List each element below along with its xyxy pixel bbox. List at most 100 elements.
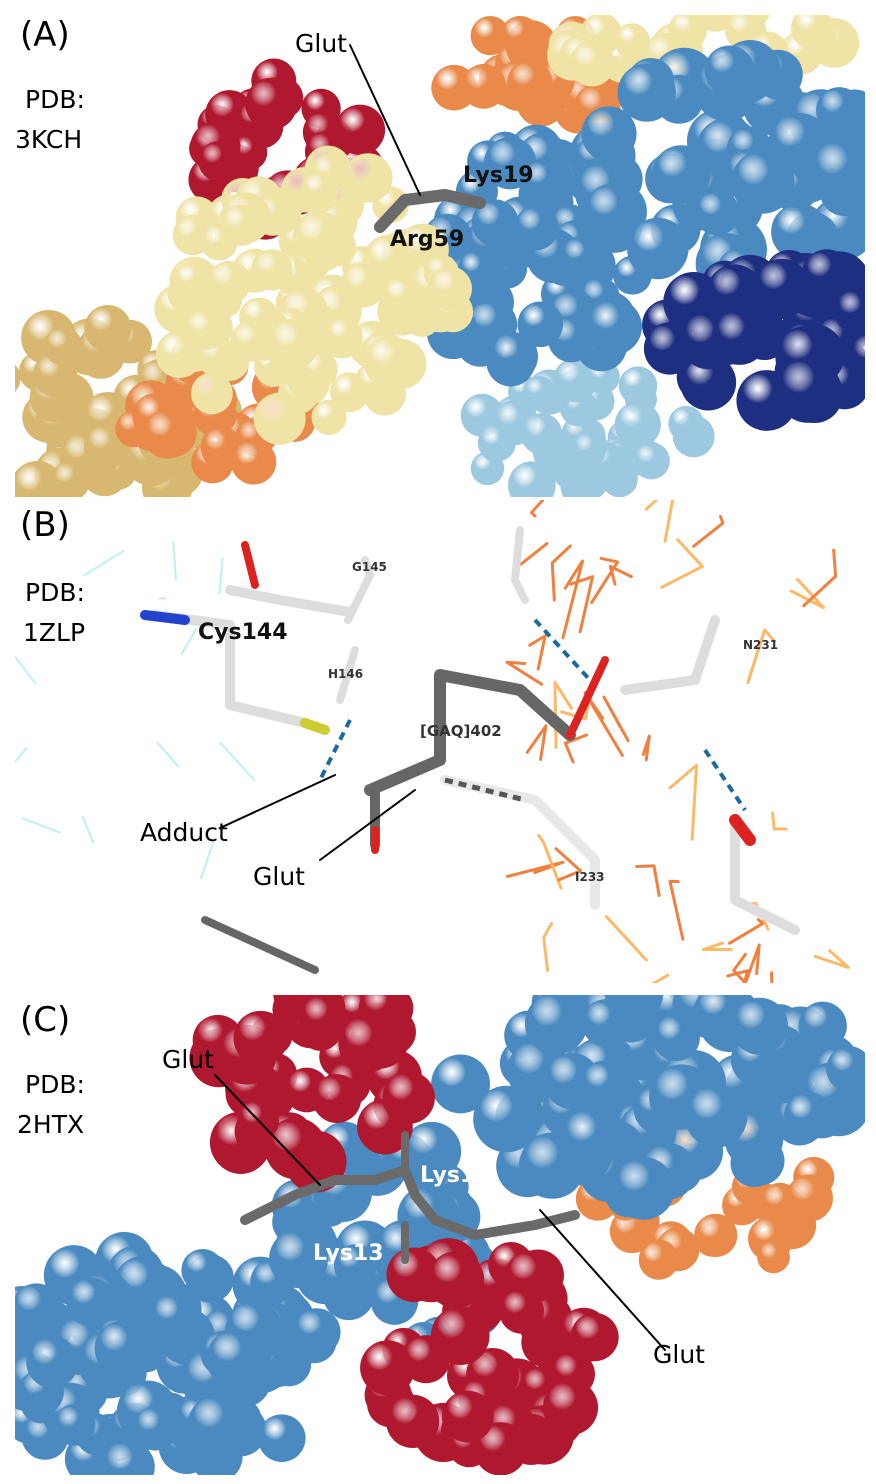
atom-sphere [731, 150, 795, 214]
atom-sphere [775, 357, 842, 423]
atom-sphere [585, 298, 642, 355]
atom-sphere [50, 460, 91, 497]
bond-stick [746, 628, 776, 685]
arg59-label: Arg59 [390, 227, 465, 252]
bond-stick [200, 841, 215, 879]
atom-sphere [816, 87, 863, 134]
g145-label: G145 [352, 560, 387, 574]
atom-sphere [471, 199, 519, 247]
gaq402-label: [GAQ]402 [420, 722, 502, 740]
bond-stick [602, 695, 630, 743]
bond-stick [802, 548, 838, 608]
atom-sphere [581, 106, 637, 162]
atom-sphere [338, 1015, 396, 1073]
atom-sphere [638, 1239, 679, 1280]
bond-stick [644, 500, 675, 543]
bond-stick [300, 718, 330, 735]
bond-stick [651, 973, 670, 983]
pdb-label: PDB: [25, 578, 85, 607]
bond-stick [813, 949, 850, 969]
atom-sphere [684, 1084, 748, 1148]
atom-sphere [441, 1390, 494, 1443]
atom-sphere [66, 1277, 115, 1326]
atom-sphere [461, 64, 507, 109]
bond-stick [140, 610, 190, 625]
atom-sphere [132, 1406, 178, 1451]
bond-stick [692, 514, 725, 548]
atom-sphere [84, 304, 132, 353]
atom-sphere [187, 1394, 248, 1455]
atom-sphere [617, 63, 676, 122]
atom-sphere [100, 1440, 155, 1475]
atom-sphere [826, 1046, 865, 1092]
bond-stick [364, 669, 576, 796]
bond-stick [344, 556, 374, 624]
glut-label-bottom: Glut [653, 1340, 705, 1369]
atom-sphere [181, 1248, 224, 1292]
atom-sphere [757, 1240, 790, 1274]
atom-sphere [500, 15, 541, 56]
atom-sphere [363, 234, 415, 287]
atom-sphere [386, 1394, 440, 1448]
atom-sphere [580, 1060, 629, 1109]
bond-stick [550, 544, 572, 602]
bond-stick [660, 538, 704, 589]
bond-stick [554, 847, 583, 882]
atom-sphere [834, 288, 865, 334]
atom-sphere [427, 1251, 485, 1309]
bond-stick [172, 540, 177, 580]
hbond-dash [703, 748, 747, 812]
bond-stick [319, 789, 416, 861]
atom-sphere [771, 203, 828, 261]
atom-sphere [618, 366, 658, 405]
bond-stick [83, 549, 125, 577]
bond-stick [620, 615, 720, 695]
bond-stick [506, 860, 565, 878]
atom-sphere [230, 320, 272, 362]
atom-sphere [333, 1244, 377, 1287]
atom-sphere [785, 1174, 833, 1222]
bond-stick [374, 189, 486, 233]
atom-sphere [200, 223, 238, 261]
bond-stick [15, 655, 37, 685]
bond-stick [241, 541, 259, 589]
bond-stick [563, 733, 589, 764]
bond-stick [219, 742, 256, 782]
bond-stick [668, 879, 685, 941]
bond-stick [517, 541, 549, 567]
atom-sphere [150, 1293, 198, 1341]
adduct-label: Adduct [140, 818, 228, 847]
atom-sphere [15, 1283, 62, 1334]
bond-stick [225, 585, 355, 617]
bond-stick [219, 774, 336, 829]
pdb-label: PDB: [25, 85, 85, 114]
atom-sphere [15, 364, 21, 392]
bond-stick [604, 915, 648, 962]
bond-stick [608, 564, 633, 586]
atom-sphere [652, 145, 711, 204]
atom-sphere [604, 995, 664, 1022]
bond-stick [726, 969, 750, 983]
atom-sphere [560, 1108, 622, 1169]
bond-stick [729, 814, 756, 846]
bond-stick [505, 660, 544, 686]
atom-sphere [251, 249, 293, 291]
atom-sphere [382, 1071, 435, 1124]
atom-sphere [514, 205, 559, 251]
atom-sphere [680, 354, 737, 411]
atom-sphere [265, 1117, 327, 1180]
bond-stick [641, 734, 651, 762]
atom-sphere [173, 262, 211, 300]
atom-sphere [477, 423, 516, 462]
bond-stick [336, 646, 359, 704]
panel-c: (C) PDB: 2HTX Glut Lys13 Lys13 Glut [15, 995, 865, 1475]
atom-sphere [231, 439, 277, 485]
bond-stick [525, 724, 548, 762]
atom-sphere [15, 461, 65, 497]
bond-stick [214, 1074, 321, 1186]
atom-sphere [233, 1010, 288, 1066]
atom-sphere [427, 266, 473, 311]
atom-sphere [791, 15, 834, 50]
bond-stick [528, 634, 547, 671]
atom-sphere [381, 275, 423, 317]
